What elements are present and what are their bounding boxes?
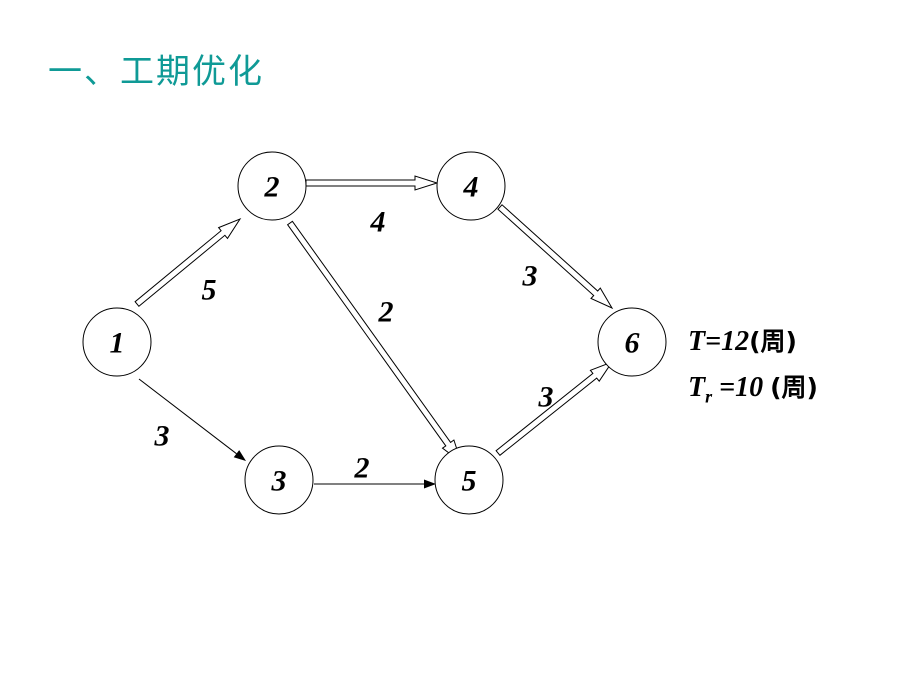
edge-duration-3-5: 2: [354, 452, 370, 485]
tr-unit: (周): [770, 373, 818, 402]
planned-duration: T=12(周): [688, 322, 797, 358]
tr-value: =10: [719, 372, 764, 403]
arrow-2-4: [305, 175, 439, 191]
arrow-5-6: [495, 360, 614, 456]
node-label-6: 6: [625, 327, 640, 360]
node-1: 1: [82, 307, 152, 377]
edge-duration-4-6: 3: [522, 260, 538, 293]
node-label-4: 4: [463, 171, 479, 204]
edge-3-5: 2: [314, 452, 436, 489]
node-label-5: 5: [462, 465, 477, 498]
node-circle-1: [82, 307, 152, 377]
node-circle-6: [597, 307, 667, 377]
arrow-head-1-3: [233, 450, 246, 461]
edge-duration-2-4: 4: [370, 206, 386, 239]
edge-1-2: 5: [134, 217, 242, 308]
edge-5-6: 3: [495, 360, 614, 456]
node-3: 3: [244, 445, 314, 515]
arrow-line-1-3: [138, 378, 237, 455]
edge-duration-1-3: 3: [154, 420, 170, 453]
edge-2-4: 4: [305, 175, 439, 239]
required-duration: Tr =10 (周): [688, 368, 818, 408]
edge-duration-1-2: 5: [202, 274, 217, 307]
edge-2-5: 2: [286, 220, 462, 464]
tr-symbol: T: [688, 372, 706, 403]
edge-duration-2-5: 2: [378, 296, 394, 329]
edge-4-6: 3: [497, 204, 614, 310]
node-label-3: 3: [271, 465, 287, 498]
node-label-1: 1: [110, 327, 125, 360]
t-unit: (周): [749, 327, 797, 356]
edge-1-3: 3: [138, 378, 246, 461]
page-title: 一、工期优化: [48, 52, 264, 92]
tr-subscript: r: [705, 386, 713, 407]
node-5: 5: [434, 445, 504, 515]
node-6: 6: [597, 307, 667, 377]
node-circle-2: [237, 151, 307, 221]
node-label-2: 2: [264, 171, 280, 204]
t-symbol: T: [688, 326, 706, 357]
arrow-1-2: [134, 217, 242, 308]
t-value: =12: [705, 326, 750, 357]
node-2: 2: [237, 151, 307, 221]
arrow-head-3-5: [424, 479, 436, 489]
node-circle-4: [436, 151, 506, 221]
arrow-2-5: [286, 220, 462, 464]
arrow-4-6: [497, 204, 614, 310]
node-4: 4: [436, 151, 506, 221]
edge-duration-5-6: 3: [538, 381, 554, 414]
node-circle-3: [244, 445, 314, 515]
node-circle-5: [434, 445, 504, 515]
